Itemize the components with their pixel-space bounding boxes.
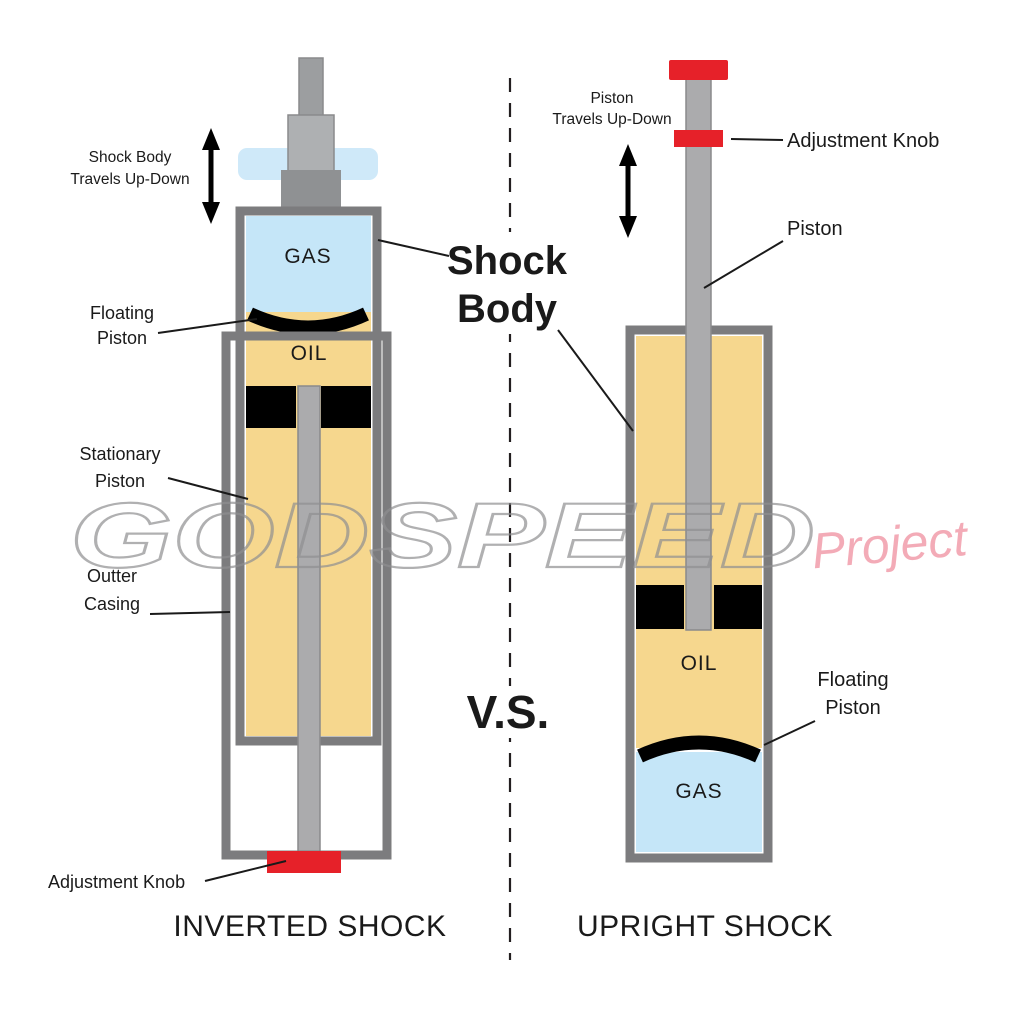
- piston-shaft-inverted: [297, 385, 321, 857]
- leader-floating-piston-upright: [763, 720, 816, 746]
- label-shock-body-line2: Body: [457, 287, 558, 331]
- vs-label: V.S.: [467, 686, 550, 738]
- gas-chamber-inverted: [246, 216, 371, 312]
- watermark-godspeed-text: GODSPEED: [70, 485, 815, 587]
- watermark-project-text: Project: [809, 510, 971, 580]
- label-adjustment-knob-inverted: Adjustment Knob: [48, 872, 185, 892]
- label-oil-inverted: OIL: [291, 342, 328, 365]
- leader-outer-casing: [149, 611, 231, 615]
- label-floating-piston-upright-line1: Floating: [817, 669, 888, 691]
- shock-body-label-backing: [440, 232, 575, 334]
- label-gas-inverted: GAS: [284, 245, 331, 268]
- watermark: GODSPEED Project: [69, 484, 972, 588]
- label-adjustment-knob-upright: Adjustment Knob: [787, 130, 939, 152]
- leader-stationary-piston: [167, 477, 249, 500]
- leader-shock-body-right: [557, 329, 634, 432]
- label-floating-piston-line2: Piston: [97, 328, 147, 348]
- leader-adjustment-knob-inverted: [204, 860, 287, 882]
- title-inverted-shock: INVERTED SHOCK: [173, 910, 446, 943]
- adjustment-knob-upright: [674, 130, 723, 147]
- top-cap-upright: [669, 60, 728, 80]
- piston-block-left: [636, 585, 684, 629]
- piston-shaft-upright: [685, 77, 712, 631]
- label-floating-piston-upright-line2: Piston: [825, 697, 881, 719]
- title-upright-shock: UPRIGHT SHOCK: [577, 910, 833, 943]
- inverted-shock-diagram: Shock Body Travels Up-Down GAS OIL Float…: [48, 57, 446, 943]
- center-labels: Shock Body V.S.: [377, 232, 634, 738]
- label-piston-travels-line1: Piston: [590, 90, 633, 107]
- vs-label-backing: [452, 686, 564, 738]
- label-shock-body-travels-line2: Travels Up-Down: [70, 171, 189, 188]
- leader-shock-body-left: [377, 239, 450, 257]
- leader-piston-upright: [703, 240, 784, 289]
- label-outer-casing-line2: Casing: [84, 594, 140, 614]
- label-outer-casing-line1: Outter: [87, 566, 137, 586]
- gas-chamber-upright: [636, 752, 762, 852]
- upright-shock-diagram: Piston Travels Up-Down Adjustment Knob P…: [552, 60, 939, 943]
- label-piston-upright: Piston: [787, 218, 843, 240]
- leader-floating-piston-inverted: [157, 318, 258, 334]
- label-shock-body-travels-line1: Shock Body: [89, 149, 172, 166]
- label-shock-body-line1: Shock: [447, 239, 568, 283]
- label-gas-upright: GAS: [675, 780, 722, 803]
- leader-adjustment-knob-upright: [730, 138, 784, 141]
- piston-rod-mid: [287, 114, 335, 178]
- floating-piston-inverted: [247, 307, 369, 335]
- floating-piston-upright: [637, 735, 761, 763]
- stationary-piston-block-right: [321, 386, 371, 428]
- adjustment-knob-inverted: [267, 851, 341, 873]
- label-piston-travels-line2: Travels Up-Down: [552, 111, 671, 128]
- label-oil-upright: OIL: [681, 652, 718, 675]
- up-down-arrow-upright: [619, 144, 637, 238]
- label-floating-piston-line1: Floating: [90, 303, 154, 323]
- up-down-arrow-inverted: [202, 128, 220, 224]
- label-stationary-piston-line2: Piston: [95, 471, 145, 491]
- stationary-piston-block-left: [246, 386, 296, 428]
- label-stationary-piston-line1: Stationary: [79, 444, 160, 464]
- piston-block-right: [714, 585, 762, 629]
